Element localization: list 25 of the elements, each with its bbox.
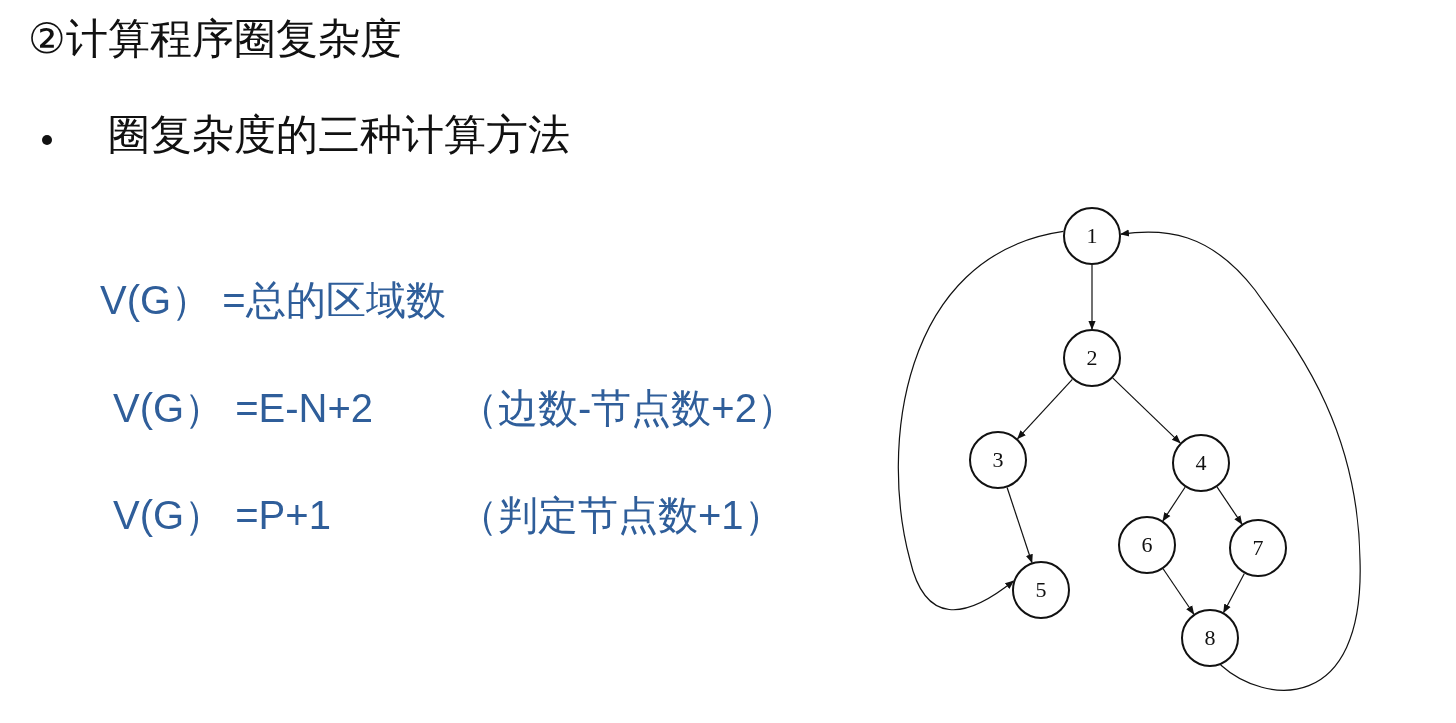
formula-text: V(G） =总的区域数 [100, 278, 446, 322]
arrow [1088, 264, 1096, 330]
formula-text: V(G） =P+1 [113, 493, 331, 537]
graph-node: 6 [1118, 516, 1176, 574]
formula-text: V(G） =E-N+2 [113, 386, 374, 430]
graph-node: 7 [1229, 519, 1287, 577]
bullet-text: 圈复杂度的三种计算方法 [108, 112, 570, 159]
formula-note: （边数-节点数+2） [458, 386, 797, 430]
arrow [1162, 486, 1186, 522]
formula-note: （判定节点数+1） [458, 493, 784, 537]
arrow [1223, 573, 1245, 614]
arrow [1017, 378, 1073, 440]
slide-title: ②计算程序圈复杂度 [28, 16, 402, 63]
arrow [1162, 568, 1195, 615]
graph-node: 5 [1012, 561, 1070, 619]
arrow [1112, 377, 1181, 444]
graph-node: 2 [1063, 329, 1121, 387]
arrow [1006, 486, 1033, 564]
curved-arrow [1120, 229, 1361, 691]
graph-node: 8 [1181, 609, 1239, 667]
arrow [1216, 486, 1243, 525]
graph-node: 1 [1063, 207, 1121, 265]
graph-node: 3 [969, 431, 1027, 489]
curved-arrow [897, 230, 1064, 611]
graph-node: 4 [1172, 434, 1230, 492]
